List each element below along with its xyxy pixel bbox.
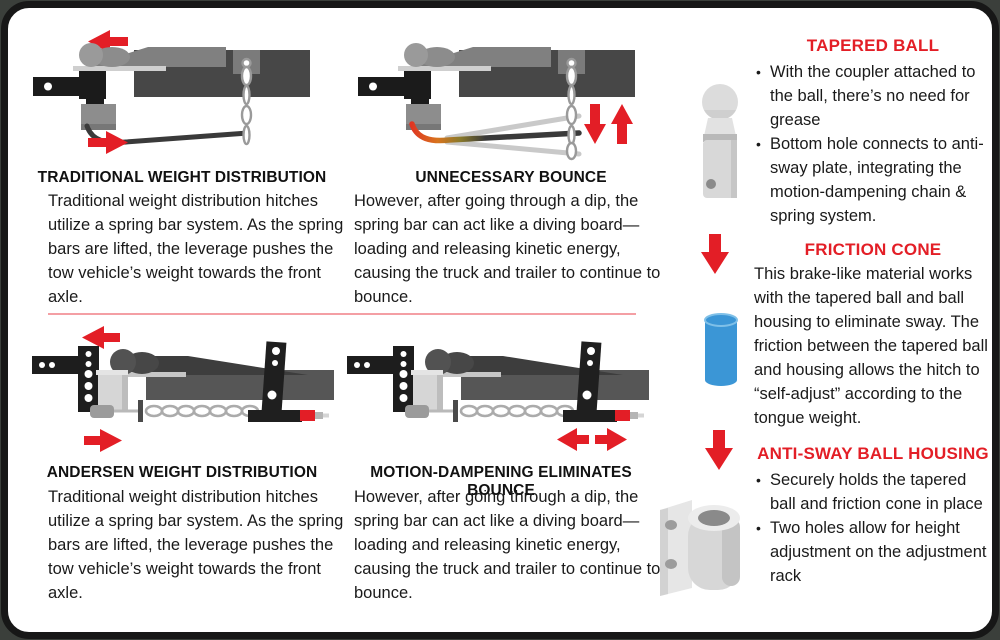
unnecessary-bounce-diagram	[358, 43, 635, 161]
quadrant-body: However, after going through a dip, the …	[354, 192, 661, 306]
trailer-tongue	[116, 356, 308, 375]
trailer-tongue	[431, 356, 623, 375]
bullet-item: Two holes allow for height adjustment on…	[756, 516, 994, 588]
arrow-down-icon	[701, 234, 729, 274]
hitch-ball	[425, 349, 451, 375]
adjustment-rack	[32, 346, 99, 412]
arrow-up-icon	[611, 104, 633, 144]
hitch-plate	[409, 372, 501, 377]
ball-housing-bullets: Securely holds the tapered ball and fric…	[756, 468, 994, 588]
traditional-hitch-diagram	[33, 30, 310, 154]
friction-cone-heading: FRICTION CONE	[804, 240, 942, 259]
arrow-right-icon	[84, 429, 122, 452]
hitch-shank	[358, 77, 416, 96]
quadrant-title: TRADITIONAL WEIGHT DISTRIBUTION	[37, 169, 327, 186]
adjustment-rack	[347, 346, 414, 412]
friction-cone-body: This brake-like material works with the …	[754, 265, 988, 427]
bullet-item: Bottom hole connects to anti-sway plate,…	[756, 132, 994, 228]
motion-dampening-chain	[405, 400, 575, 422]
bullet-item: With the coupler attached to the ball, t…	[756, 60, 994, 132]
arrow-right-icon	[595, 428, 627, 451]
hitch-shank	[33, 77, 91, 96]
hitch-plate	[94, 372, 186, 377]
tapered-ball-icon	[702, 84, 738, 198]
quadrant-title: ANDERSEN WEIGHT DISTRIBUTION	[46, 464, 318, 481]
motion-dampening-chain	[90, 400, 260, 422]
quadrant-body: Traditional weight distribution hitches …	[48, 488, 344, 602]
arrow-down-icon	[705, 430, 733, 470]
quadrant-title: MOTION-DAMPENING ELIMINATES BOUNCE	[370, 464, 632, 499]
ball-housing-icon	[660, 500, 740, 596]
friction-cone-icon	[704, 313, 738, 386]
arrow-right-icon	[88, 131, 128, 154]
quadrant-body: However, after going through a dip, the …	[354, 488, 661, 602]
arrow-down-icon	[584, 104, 606, 144]
chain	[565, 57, 578, 161]
andersen-hitch-diagram	[32, 326, 334, 452]
arrow-left-icon	[88, 30, 128, 53]
hitch-plate	[73, 66, 166, 71]
quadrant-title: UNNECESSARY BOUNCE	[415, 169, 607, 186]
hitch-ball	[404, 43, 428, 67]
bounce-motion-lines	[444, 113, 582, 157]
hitch-ball	[110, 349, 136, 375]
section-divider	[48, 313, 636, 315]
quadrant-body: Traditional weight distribution hitches …	[48, 192, 344, 306]
ball-housing	[96, 370, 128, 411]
tapered-ball-bullets: With the coupler attached to the ball, t…	[756, 60, 994, 228]
bullet-item: Securely holds the tapered ball and fric…	[756, 468, 994, 516]
spring-bar-flexing	[409, 121, 582, 144]
hitch-ball	[79, 43, 103, 67]
tapered-ball-heading: TAPERED BALL	[806, 36, 940, 55]
ball-housing-heading: ANTI-SWAY BALL HOUSING	[757, 444, 989, 463]
arrow-left-icon	[82, 326, 120, 349]
hitch-plate	[398, 66, 491, 71]
motion-dampening-diagram	[347, 341, 649, 451]
frame-bracket	[248, 341, 329, 422]
arrow-left-icon	[557, 428, 589, 451]
ball-housing	[411, 370, 443, 411]
frame-bracket	[563, 341, 644, 422]
chain	[240, 57, 253, 146]
